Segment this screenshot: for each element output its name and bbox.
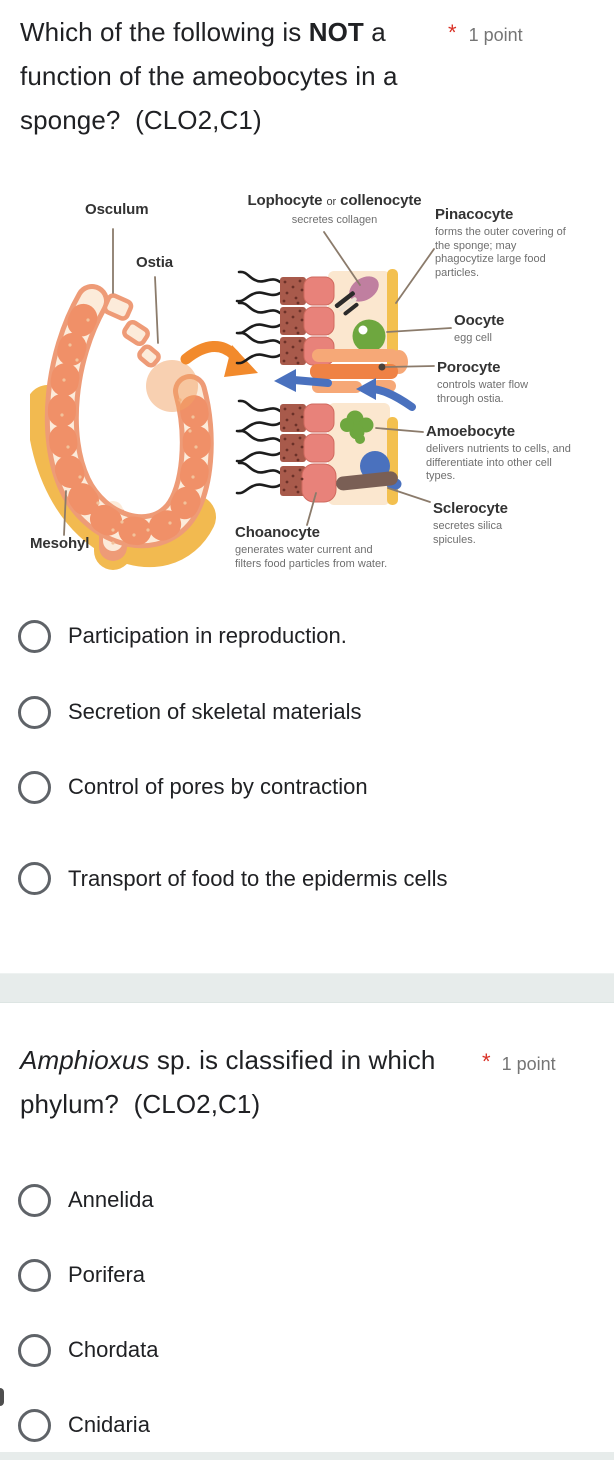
points-label: 1 point (501, 1054, 556, 1074)
diagram-label-osculum: Osculum (85, 201, 149, 218)
edge-scroll-tab (0, 1388, 4, 1406)
bottom-section-divider (0, 1452, 614, 1460)
option-label: Annelida (68, 1187, 154, 1212)
diagram-label-sclerocyte: Sclerocyte secretes silica spicules. (433, 500, 508, 546)
q1-title-suffix: a function of the ameobocytes in a spong… (20, 17, 405, 135)
question-1-points: * 1 point (448, 21, 523, 46)
question-2-title: Amphioxus sp. is classified in which phy… (20, 1038, 472, 1126)
option-label: Chordata (68, 1337, 159, 1362)
cross-section-upper (235, 269, 398, 371)
radio-button-icon[interactable] (18, 1258, 51, 1292)
lophocyte-cell (349, 276, 379, 302)
diagram-label-amoebocyte: Amoebocyte delivers nutrients to cells, … (426, 423, 571, 482)
option-label: Porifera (68, 1262, 146, 1287)
q1-option-row-4[interactable]: Transport of food to the epidermis cells (0, 844, 447, 912)
radio-button-icon[interactable] (18, 861, 51, 895)
q1-option-row-2[interactable]: Secretion of skeletal materials (0, 693, 361, 731)
option-label: Secretion of skeletal materials (68, 699, 362, 724)
q1-option-row-3[interactable]: Control of pores by contraction (0, 768, 368, 806)
required-asterisk-icon: * (448, 20, 457, 45)
magnify-arrow-icon (180, 341, 258, 377)
flagella-lower (235, 399, 282, 495)
radio-button-icon[interactable] (18, 695, 51, 729)
question-1-image-sponge-diagram: Osculum Ostia Lophocyte or collenocyte s… (30, 185, 590, 590)
diagram-label-mesohyl: Mesohyl (30, 535, 90, 552)
q2-option-row-3[interactable]: Chordata (0, 1331, 159, 1369)
water-flow-arrow-icons (274, 369, 416, 411)
sponge-speckles (60, 318, 198, 545)
q2-option-row-4[interactable]: Cnidaria (0, 1406, 150, 1444)
q2-option-row-1[interactable]: Annelida (0, 1181, 154, 1219)
flagella-upper (235, 270, 282, 365)
q1-title-bold: NOT (308, 17, 364, 47)
radio-button-icon[interactable] (18, 619, 51, 653)
diagram-label-oocyte: Oocyte egg cell (454, 312, 505, 344)
option-label: Participation in reproduction. (68, 623, 347, 648)
diagram-label-porocyte: Porocyte controls water flow through ost… (437, 359, 529, 405)
section-divider (0, 973, 614, 1003)
sponge-diagram-graphic (30, 228, 452, 570)
question-1-title: Which of the following is NOT a function… (20, 10, 472, 142)
diagram-label-ostia: Ostia (136, 254, 174, 271)
option-label: Cnidaria (68, 1412, 150, 1437)
amoebocyte-cell (340, 410, 374, 444)
points-label: 1 point (468, 25, 523, 45)
oocyte-cell (352, 319, 386, 353)
collagen-bundle (334, 291, 359, 316)
q2-title-italic: Amphioxus (20, 1045, 150, 1075)
option-label: Transport of food to the epidermis cells (68, 865, 448, 891)
q2-title-suffix: sp. is classified in which phylum? (CLO2… (20, 1045, 443, 1119)
option-label: Control of pores by contraction (68, 774, 368, 799)
diagram-label-lophocyte: Lophocyte or collenocyte secretes collag… (247, 192, 422, 226)
choanocyte-cell (301, 463, 337, 503)
radio-button-icon[interactable] (18, 770, 51, 804)
radio-button-icon[interactable] (18, 1333, 51, 1367)
ostia-highlight-circle (146, 360, 198, 412)
radio-button-icon[interactable] (18, 1183, 51, 1217)
radio-button-icon[interactable] (18, 1408, 51, 1442)
question-2-points: * 1 point (482, 1050, 556, 1075)
silica-spicule (336, 471, 398, 491)
sponge-body (30, 284, 216, 570)
q1-title-prefix: Which of the following is (20, 17, 309, 47)
required-asterisk-icon: * (482, 1049, 491, 1074)
diagram-label-pinacocyte: Pinacocyte forms the outer covering of t… (435, 206, 566, 279)
cross-section-lower (235, 399, 402, 505)
leader-lines (63, 228, 452, 536)
q1-option-row-1[interactable]: Participation in reproduction. (0, 617, 347, 655)
diagram-label-choanocyte: Choanocyte generates water current and f… (235, 524, 388, 570)
q2-option-row-2[interactable]: Porifera (0, 1256, 145, 1294)
